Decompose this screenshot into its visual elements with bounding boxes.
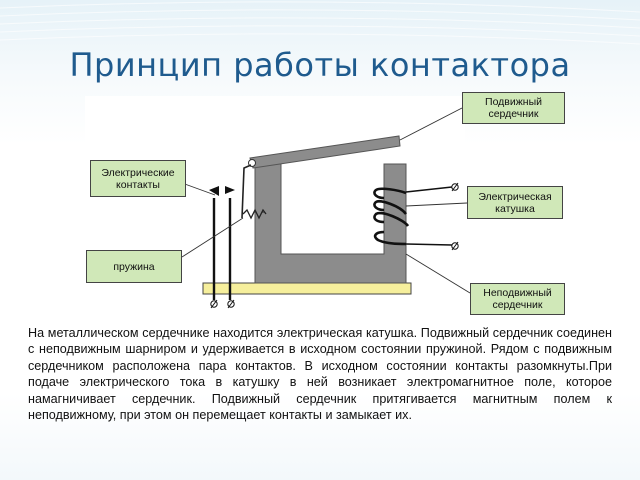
coil-terminal-bottom-slash <box>451 241 459 251</box>
label-spring-text: пружина <box>113 260 155 273</box>
label-coil-text: Электрическая катушка <box>478 190 552 215</box>
base-plate <box>202 282 412 295</box>
push-rod <box>241 164 252 219</box>
contact-tip-right <box>225 186 235 194</box>
description-text: На металлическом сердечнике находится эл… <box>28 326 612 423</box>
label-moving-core-text: Подвижный сердечник <box>485 96 542 120</box>
fixed-core <box>254 163 407 284</box>
coil-windings <box>373 187 410 246</box>
coil-lead-top <box>405 186 453 193</box>
spring <box>242 208 267 220</box>
contact-tip-left <box>209 186 219 196</box>
terminal-slash-right <box>227 299 235 309</box>
moving-core <box>249 135 401 169</box>
label-contacts-text: Электрические контакты <box>101 166 175 191</box>
decorative-stripes <box>0 1 640 45</box>
slide-title: Принцип работы контактора <box>69 46 571 84</box>
coil-terminal-top-slash <box>451 182 459 192</box>
spring-mark: ° <box>262 210 265 218</box>
label-fixed-core-text: Неподвижный сердечник <box>483 287 552 311</box>
coil-lead-bottom <box>405 243 453 246</box>
label-fixed-core: Неподвижный сердечник <box>470 283 565 315</box>
label-contacts: Электрические контакты <box>90 160 186 197</box>
leader-lines <box>181 107 471 294</box>
label-spring: пружина <box>86 250 182 283</box>
terminal-slash-left <box>210 299 218 309</box>
label-coil: Электрическая катушка <box>467 186 563 219</box>
label-moving-core: Подвижный сердечник <box>462 92 565 124</box>
